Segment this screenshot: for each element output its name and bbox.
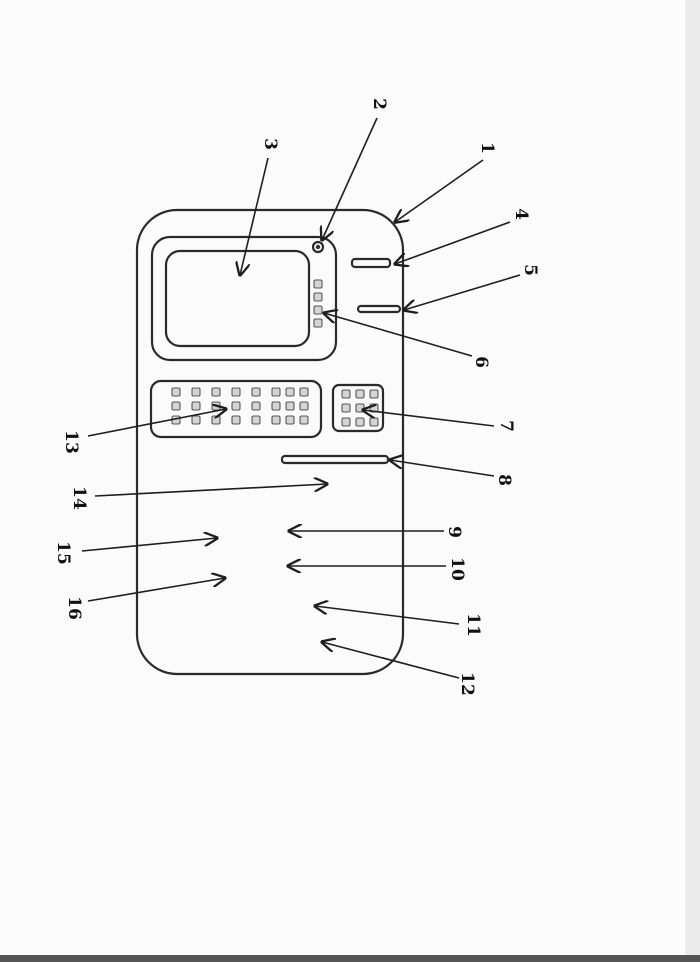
callout-label-4: 4 <box>511 208 531 220</box>
callout-label-12: 12 <box>457 672 477 696</box>
scan-bottom-edge <box>0 955 700 962</box>
small-key-6 <box>356 418 364 426</box>
callout-label-10: 10 <box>447 557 467 581</box>
main-key-24 <box>300 416 308 424</box>
main-key-10 <box>232 388 240 396</box>
callout-line-14 <box>95 484 327 496</box>
small-keypad-keys <box>342 390 378 426</box>
callout-line-6 <box>324 313 472 356</box>
main-key-4 <box>192 388 200 396</box>
camera-lens-inner <box>316 245 320 249</box>
main-key-8 <box>212 402 220 410</box>
main-key-13 <box>252 388 260 396</box>
main-key-16 <box>272 388 280 396</box>
callout-label-3: 3 <box>260 138 280 150</box>
main-key-17 <box>272 402 280 410</box>
callout-line-1 <box>395 160 483 222</box>
callout-label-14: 14 <box>69 486 89 510</box>
small-key-1 <box>342 390 350 398</box>
callout-label-6: 6 <box>471 356 491 368</box>
display-screen <box>166 251 309 346</box>
main-key-6 <box>192 416 200 424</box>
slot-upper <box>352 259 390 267</box>
main-key-9 <box>212 416 220 424</box>
callout-line-13 <box>88 409 226 436</box>
main-key-5 <box>192 402 200 410</box>
small-key-7 <box>370 390 378 398</box>
main-key-21 <box>286 416 294 424</box>
slot-lower <box>358 306 400 312</box>
callout-line-4 <box>395 222 510 264</box>
screen-side-buttons <box>314 280 322 327</box>
callout-label-13: 13 <box>61 430 81 454</box>
scan-right-edge <box>685 0 700 955</box>
callout-line-11 <box>315 606 459 624</box>
main-key-2 <box>172 402 180 410</box>
callout-line-3 <box>240 158 268 275</box>
callout-label-5: 5 <box>520 264 540 276</box>
callout-line-2 <box>322 118 377 240</box>
callout-label-1: 1 <box>477 142 497 154</box>
main-key-19 <box>286 388 294 396</box>
main-key-15 <box>252 416 260 424</box>
callout-label-7: 7 <box>496 420 516 432</box>
main-key-1 <box>172 388 180 396</box>
main-key-22 <box>300 388 308 396</box>
callout-label-2: 2 <box>369 98 389 110</box>
callout-label-8: 8 <box>494 474 514 486</box>
callout-label-11: 11 <box>463 613 483 637</box>
callout-label-16: 16 <box>64 596 84 620</box>
main-key-20 <box>286 402 294 410</box>
callout-line-15 <box>82 538 217 551</box>
callout-line-12 <box>322 642 459 678</box>
small-key-3 <box>342 418 350 426</box>
callout-label-15: 15 <box>53 541 73 565</box>
device-body <box>137 210 403 674</box>
main-key-7 <box>212 388 220 396</box>
main-key-18 <box>272 416 280 424</box>
callout-line-5 <box>404 275 520 310</box>
main-keypad-keys <box>172 388 308 424</box>
callout-line-16 <box>88 578 225 601</box>
main-key-14 <box>252 402 260 410</box>
main-key-11 <box>232 402 240 410</box>
small-key-5 <box>356 404 364 412</box>
long-slot <box>282 456 388 463</box>
small-key-2 <box>342 404 350 412</box>
callout-label-9: 9 <box>444 526 464 538</box>
main-key-23 <box>300 402 308 410</box>
small-key-4 <box>356 390 364 398</box>
small-key-9 <box>370 418 378 426</box>
main-key-12 <box>232 416 240 424</box>
callout-line-8 <box>390 460 494 476</box>
callouts: 1 2 3 4 5 6 7 8 9 10 11 12 13 14 15 16 <box>53 98 540 696</box>
